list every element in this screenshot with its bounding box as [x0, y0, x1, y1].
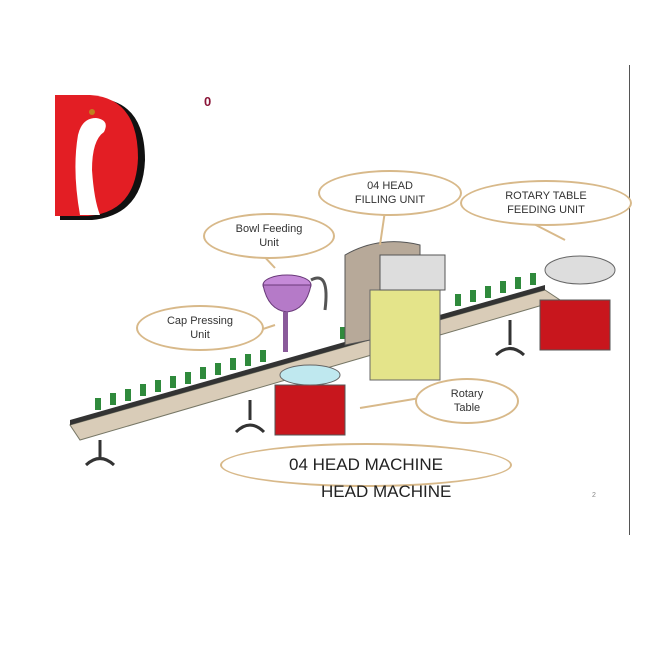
- slide-border: [629, 65, 630, 535]
- machine-subtitle: HEAD MACHINE: [321, 482, 452, 501]
- callout-line: Bowl Feeding: [235, 223, 303, 235]
- stands: [84, 320, 526, 467]
- rotary-table: [279, 364, 341, 386]
- callout-line: FILLING UNIT: [354, 194, 426, 206]
- filling-unit: [344, 241, 446, 381]
- rotary-feeding-table: [544, 255, 616, 285]
- machine-title-callout: 04 HEAD MACHINE: [220, 443, 512, 487]
- bowl-feeder: [262, 274, 328, 352]
- callout-line: Table: [453, 402, 481, 414]
- callout-line: Rotary: [450, 388, 484, 400]
- callout-rotary-feeding-unit: ROTARY TABLE FEEDING UNIT: [460, 180, 632, 226]
- callout-line: Cap Pressing: [166, 315, 234, 327]
- page-number: 2: [592, 492, 596, 499]
- slide-title: 0: [204, 94, 212, 109]
- machine-title: 04 HEAD MACHINE: [289, 455, 443, 474]
- callout-line: Unit: [259, 237, 279, 249]
- callout-line: FEEDING UNIT: [507, 204, 585, 216]
- callout-filling-unit: 04 HEAD FILLING UNIT: [318, 170, 462, 216]
- callout-line: ROTARY TABLE: [505, 190, 587, 202]
- callout-line: 04 HEAD: [367, 180, 413, 192]
- callout-line: Unit: [190, 329, 210, 341]
- company-logo: [55, 95, 145, 220]
